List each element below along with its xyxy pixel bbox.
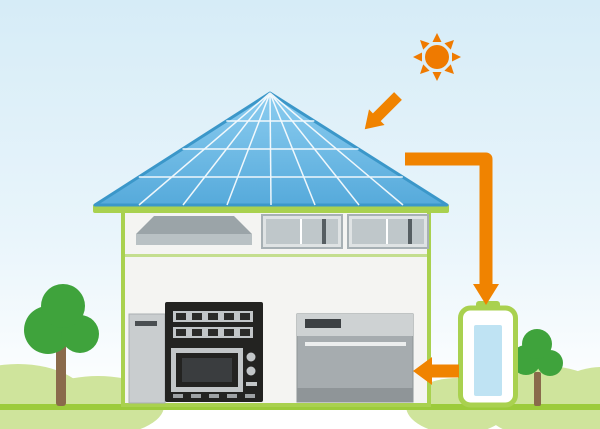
- floor-divider-line: [125, 254, 427, 257]
- sun-icon: [413, 33, 461, 81]
- arrow-roof-to-battery-icon: [405, 152, 499, 305]
- oven-knob: [246, 366, 256, 376]
- solar-panel-grid: [138, 92, 404, 206]
- tree-left: [24, 284, 99, 406]
- range-hood: [136, 216, 252, 245]
- dishwasher-appliance: [296, 313, 414, 403]
- cabinet: [128, 313, 166, 404]
- dishwasher-panel-slot: [305, 319, 341, 328]
- arrow-sun-to-roof-icon: [364, 92, 402, 130]
- battery-cell: [474, 325, 502, 396]
- oven-vent: [173, 394, 255, 398]
- oven-knob: [246, 352, 256, 362]
- window-upper-right: [347, 214, 429, 249]
- house: [93, 204, 449, 407]
- tree-right: [511, 329, 563, 406]
- arrow-battery-to-appliances-icon: [413, 357, 459, 385]
- storage-battery: [458, 301, 518, 408]
- oven-appliance: [165, 302, 263, 402]
- solar-panel-roof: [93, 91, 449, 207]
- window-upper-left: [261, 214, 343, 249]
